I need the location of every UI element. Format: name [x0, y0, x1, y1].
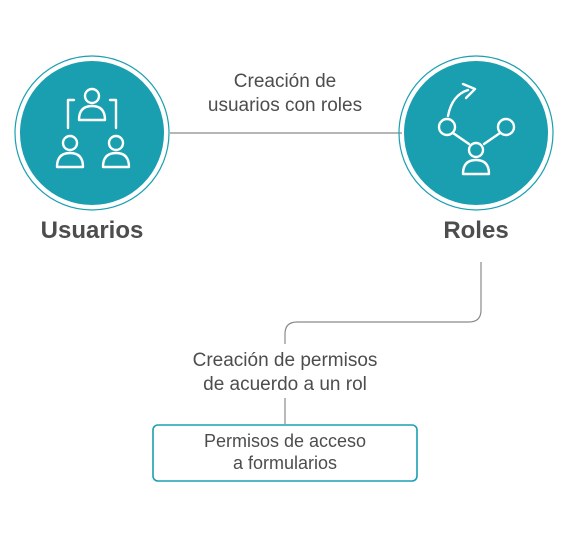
edge-label-line: Creación de — [234, 71, 336, 92]
edge-label-roles-permisos: Creación de permisos de acuerdo a un rol — [193, 350, 378, 395]
role-hierarchy-icon — [437, 82, 516, 176]
roles-ring — [398, 55, 554, 211]
edge-label-line: de acuerdo a un rol — [203, 374, 367, 395]
roles-circle — [404, 61, 548, 205]
connector-roles-permisos — [284, 262, 482, 344]
usuarios-ring — [14, 55, 170, 211]
permissions-box-line: Permisos de acceso — [204, 431, 366, 451]
usuarios-label: Usuarios — [41, 217, 144, 244]
permissions-box-line: a formularios — [233, 453, 337, 473]
usuarios-circle — [20, 61, 164, 205]
permissions-box-frame — [152, 424, 418, 482]
roles-label: Roles — [443, 217, 508, 244]
edge-label-line: Creación de permisos — [193, 350, 378, 371]
roles-node: Roles — [398, 55, 554, 244]
edge-label-line: usuarios con roles — [208, 95, 362, 116]
usuarios-node: Usuarios — [14, 55, 170, 244]
permissions-box: Permisos de acceso a formularios — [152, 424, 418, 482]
users-group-icon — [55, 87, 131, 169]
edge-label-usuarios-roles: Creación de usuarios con roles — [208, 71, 362, 116]
